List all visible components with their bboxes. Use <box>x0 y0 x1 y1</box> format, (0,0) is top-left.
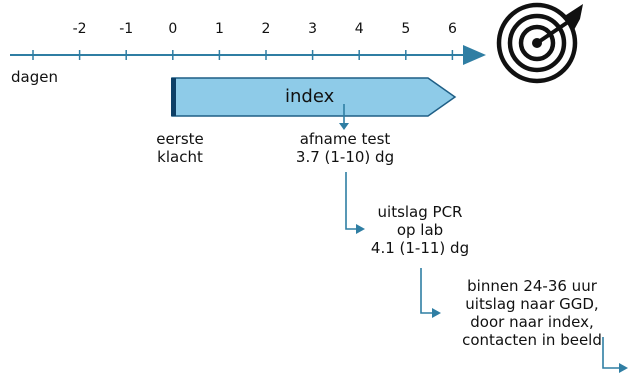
step-pcr-result-line: uitslag PCR <box>377 203 463 221</box>
timeline-tick-label: 0 <box>168 21 177 37</box>
step-first-complaint-line: klacht <box>157 148 203 166</box>
timeline-axis-arrowhead <box>463 45 486 65</box>
step-ggd-line: door naar index, <box>470 313 594 331</box>
timeline-tick-label: 1 <box>215 21 224 37</box>
step-ggd-line: uitslag naar GGD, <box>465 295 599 313</box>
timeline-tick-label: 2 <box>262 21 271 37</box>
timeline-tick-label: 3 <box>308 21 317 37</box>
step-ggd-line: contacten in beeld <box>462 331 602 349</box>
step-pcr-result-line: op lab <box>396 221 444 239</box>
arrow-after-ggd-head <box>619 363 628 373</box>
step-test-taken-line: afname test <box>299 130 391 148</box>
step-ggd: binnen 24-36 uur uitslag naar GGD, door … <box>448 277 616 349</box>
step-pcr-result-line: 4.1 (1-11) dg <box>370 239 470 257</box>
step-pcr-result: uitslag PCR op lab 4.1 (1-11) dg <box>365 203 475 257</box>
step-test-taken-line: 3.7 (1-10) dg <box>295 148 395 166</box>
timeline-tick-label: 6 <box>448 21 457 37</box>
timeline-unit-label: dagen <box>11 68 58 86</box>
arrow-to-pcr-result-head <box>356 224 365 234</box>
timeline-tick-label: -2 <box>73 21 87 37</box>
target-icon <box>496 2 583 84</box>
arrow-to-ggd <box>420 268 433 314</box>
timeline-tick-label: 4 <box>355 21 364 37</box>
connector-arrows <box>339 104 628 373</box>
arrow-after-ggd <box>602 337 620 369</box>
arrow-to-pcr-result <box>345 172 357 230</box>
step-first-complaint-line: eerste <box>156 130 204 148</box>
index-bar-label: index <box>285 86 335 107</box>
index-bar-start-edge <box>171 78 176 116</box>
arrow-to-test-taken-head <box>339 123 349 130</box>
step-ggd-line: binnen 24-36 uur <box>467 277 597 295</box>
timeline-ticks: -2 -1 0 1 2 3 4 5 6 <box>32 21 457 60</box>
step-test-taken: afname test 3.7 (1-10) dg <box>280 130 410 166</box>
timeline-tick-label: -1 <box>119 21 133 37</box>
timeline-tick-label: 5 <box>401 21 410 37</box>
arrow-to-ggd-head <box>432 308 441 318</box>
step-first-complaint: eerste klacht <box>135 130 225 166</box>
